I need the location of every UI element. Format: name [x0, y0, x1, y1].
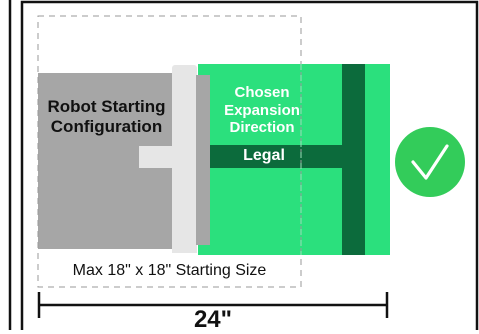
mechanism-arm	[172, 65, 197, 253]
mechanism-stub	[139, 146, 179, 168]
checkmark-icon	[395, 127, 465, 197]
expansion-label: Chosen Expansion Direction	[224, 84, 300, 137]
mechanism-plate	[196, 75, 210, 245]
size-caption: Max 18" x 18" Starting Size	[72, 262, 267, 279]
dimension-label: 24"	[193, 306, 233, 333]
legal-bar	[198, 145, 365, 168]
legal-label: Legal	[243, 147, 285, 164]
robot-label: Robot Starting Configuration	[47, 97, 166, 137]
